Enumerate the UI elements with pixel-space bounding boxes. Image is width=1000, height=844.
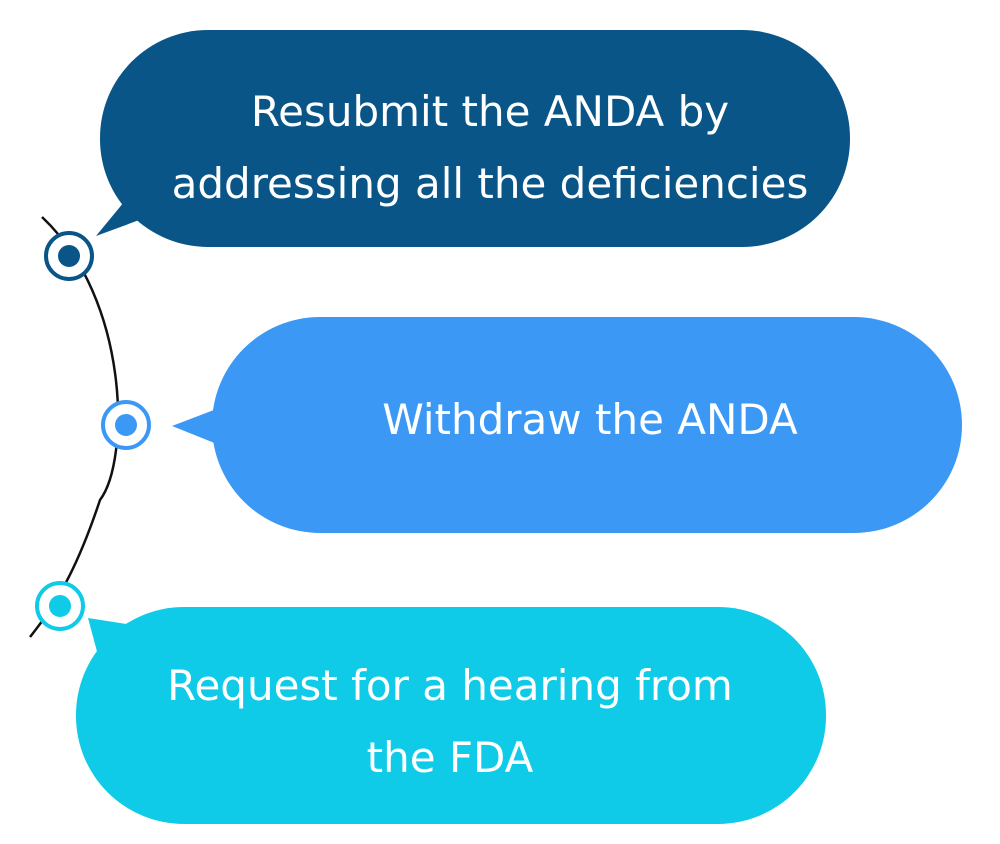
step-2-text: Withdraw the ANDA (382, 395, 798, 444)
step-3-bubble (76, 607, 826, 824)
step-2-node (101, 400, 151, 450)
step-2-bubble (172, 317, 962, 533)
step-3-node (35, 581, 85, 631)
step-3-text: Request for a hearing from the FDA (167, 661, 733, 782)
step-1-bubble (96, 30, 850, 247)
step-1-text: Resubmit the ANDA by addressing all the … (171, 87, 809, 208)
step-1-node (44, 231, 94, 281)
